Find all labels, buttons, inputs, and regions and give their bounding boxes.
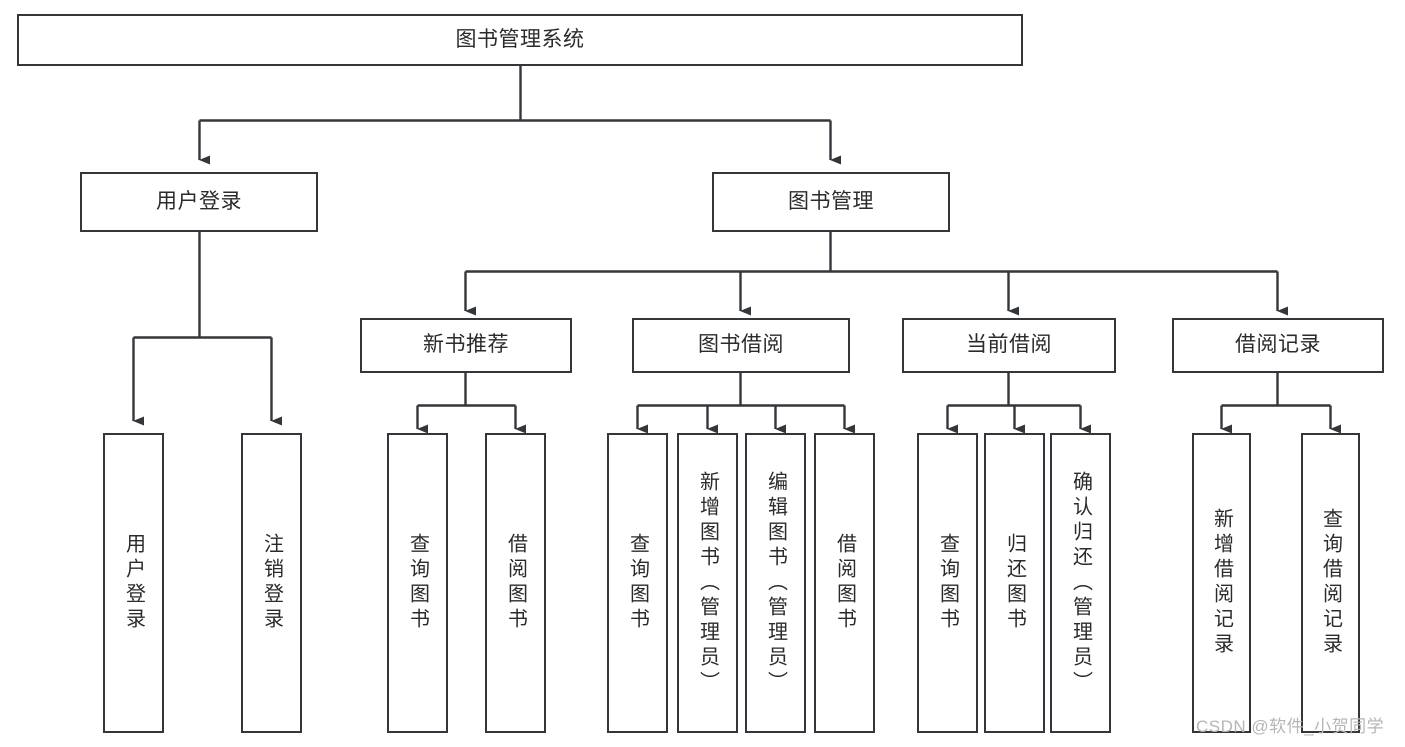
node-label: 用户登录 [156,189,242,213]
node-label: 图书管理系统 [455,27,585,51]
node-label: 查询借阅记录 [1319,508,1342,658]
leaf-query-borrow-record[interactable]: 查询借阅记录 [1301,433,1360,733]
node-label: 查询图书 [406,533,429,633]
node-label: 新增图书（管理员） [696,470,719,696]
node-borrow-record[interactable]: 借阅记录 [1172,318,1384,373]
node-label: 借阅图书 [833,533,856,633]
node-label: 确认归还（管理员） [1069,470,1092,696]
node-label: 新增借阅记录 [1210,508,1233,658]
leaf-borrow-book[interactable]: 借阅图书 [814,433,875,733]
node-label: 当前借阅 [966,333,1052,357]
csdn-watermark: CSDN @软件_小贺同学 [1196,717,1385,736]
leaf-add-borrow-record[interactable]: 新增借阅记录 [1192,433,1251,733]
leaf-confirm-return-admin[interactable]: 确认归还（管理员） [1050,433,1111,733]
node-label: 注销登录 [260,533,283,633]
node-current-borrow[interactable]: 当前借阅 [902,318,1116,373]
leaf-user-login[interactable]: 用户登录 [103,433,164,733]
leaf-add-book-admin[interactable]: 新增图书（管理员） [677,433,738,733]
node-label: 归还图书 [1003,533,1026,633]
node-label: 查询图书 [626,533,649,633]
node-label: 用户登录 [122,533,145,633]
node-book-borrow[interactable]: 图书借阅 [632,318,850,373]
node-user-login[interactable]: 用户登录 [80,172,318,232]
node-label: 借阅图书 [504,533,527,633]
node-book-management[interactable]: 图书管理 [712,172,950,232]
node-label: 新书推荐 [423,333,509,357]
node-label: 图书借阅 [698,333,784,357]
node-new-book-recommend[interactable]: 新书推荐 [360,318,572,373]
node-label: 编辑图书（管理员） [764,470,787,696]
node-label: 查询图书 [936,533,959,633]
leaf-edit-book-admin[interactable]: 编辑图书（管理员） [745,433,806,733]
leaf-query-book-borrow[interactable]: 查询图书 [607,433,668,733]
leaf-return-book[interactable]: 归还图书 [984,433,1045,733]
leaf-borrow-book-recommend[interactable]: 借阅图书 [485,433,546,733]
leaf-logout-login[interactable]: 注销登录 [241,433,302,733]
leaf-query-book-recommend[interactable]: 查询图书 [387,433,448,733]
node-label: 图书管理 [788,189,874,213]
node-root-book-management-system[interactable]: 图书管理系统 [17,14,1023,66]
leaf-query-book-current[interactable]: 查询图书 [917,433,978,733]
node-label: 借阅记录 [1235,333,1321,357]
